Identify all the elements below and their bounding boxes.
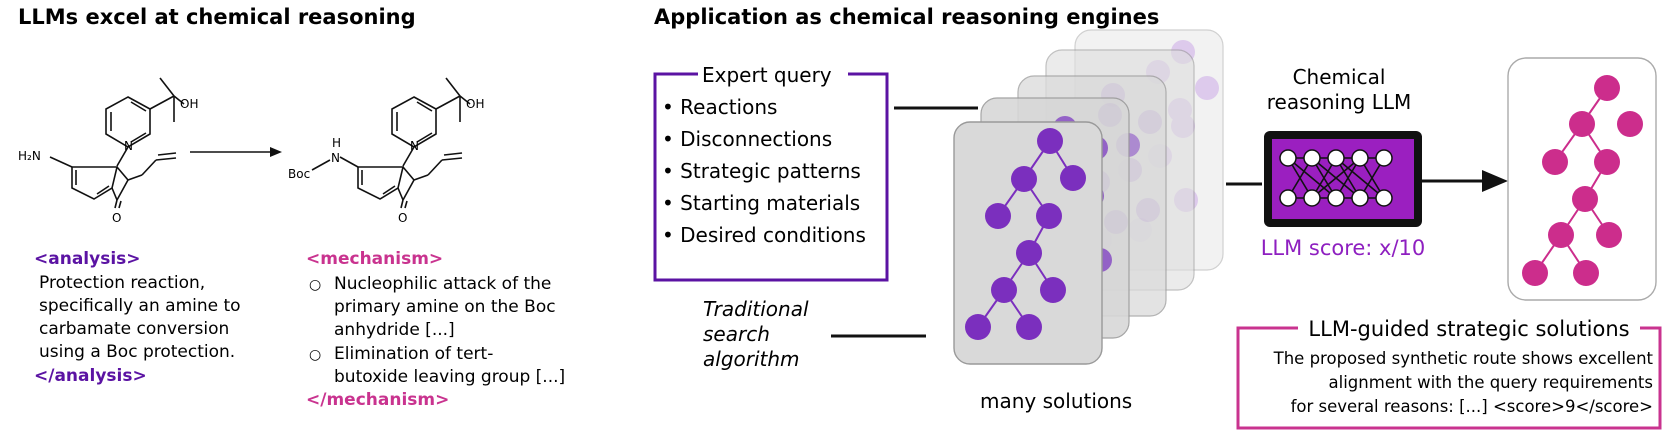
tree-node <box>1011 166 1037 192</box>
mechanism-open-tag: <mechanism> <box>306 249 443 269</box>
product-ring-n: N <box>410 139 419 153</box>
expert-query-item: • Reactions <box>662 95 777 119</box>
expert-query-title: Expert query <box>702 63 832 87</box>
tree-node <box>965 314 991 340</box>
llm-title-line: reasoning LLM <box>1267 90 1412 114</box>
tree-node <box>1572 186 1598 212</box>
tree-node <box>1569 111 1595 137</box>
mechanism-item-line: primary amine on the Boc <box>334 297 556 317</box>
tree-node <box>1594 149 1620 175</box>
expert-query-item: • Disconnections <box>662 127 832 151</box>
solution-card <box>953 121 1103 365</box>
product-nh-h-label: H <box>332 136 341 150</box>
analysis-line: carbamate conversion <box>39 319 229 339</box>
analysis-close-tag: </analysis> <box>34 366 147 386</box>
reactant-labels: H₂N OH O N <box>18 97 198 225</box>
solution-stack <box>953 29 1224 365</box>
expert-query-box: Expert query • Reactions • Disconnection… <box>653 63 889 282</box>
many-solutions-label: many solutions <box>980 389 1132 413</box>
result-arrow <box>1422 170 1508 192</box>
guided-solutions-box: LLM-guided strategic solutions The propo… <box>1236 317 1662 430</box>
tree-node <box>1596 222 1622 248</box>
traditional-search-line: search <box>703 322 770 346</box>
traditional-search-line: Traditional <box>703 297 809 321</box>
mechanism-close-tag: </mechanism> <box>306 390 449 410</box>
mechanism-item-line: Elimination of tert- <box>334 344 493 364</box>
product-molecule <box>311 77 471 209</box>
guided-title: LLM-guided strategic solutions <box>1308 317 1629 341</box>
expert-query-item: • Desired conditions <box>662 223 866 247</box>
bullet-circle: ○ <box>309 347 321 363</box>
guided-line: The proposed synthetic route shows excel… <box>1273 349 1654 368</box>
analysis-block: <analysis> Protection reaction, specific… <box>34 249 241 386</box>
result-card <box>1507 57 1657 301</box>
left-panel-title: LLMs excel at chemical reasoning <box>18 5 416 29</box>
product-labels: Boc H N OH O N <box>288 97 484 225</box>
tree-node <box>1548 222 1574 248</box>
tree-node <box>1037 128 1063 154</box>
tree-node <box>991 277 1017 303</box>
expert-query-item: • Starting materials <box>662 191 860 215</box>
tree-node <box>1617 111 1643 137</box>
traditional-search-line: algorithm <box>703 347 800 371</box>
tree-node <box>1573 260 1599 286</box>
tree-node <box>1594 75 1620 101</box>
mechanism-block: <mechanism> ○ Nucleophilic attack of the… <box>306 249 565 410</box>
mechanism-item-line: Nucleophilic attack of the <box>334 274 551 294</box>
reaction-arrow <box>190 147 282 157</box>
analysis-line: using a Boc protection. <box>39 342 235 362</box>
reactant-nh2-label: H₂N <box>18 149 41 163</box>
tree-node <box>1040 277 1066 303</box>
mechanism-item-line: anhydride [...] <box>334 320 455 340</box>
analysis-open-tag: <analysis> <box>34 249 141 269</box>
guided-line: for several reasons: [...] <score>9</sco… <box>1291 397 1653 416</box>
reactant-ring-n: N <box>124 139 133 153</box>
llm-score-label: LLM score: x/10 <box>1261 236 1426 260</box>
tree-node <box>1036 203 1062 229</box>
product-oh-label: OH <box>466 97 484 111</box>
analysis-line: specifically an amine to <box>39 296 241 316</box>
traditional-search-label: Traditional search algorithm <box>703 297 809 371</box>
mechanism-item-line: butoxide leaving group [...] <box>334 367 565 387</box>
tree-node <box>985 203 1011 229</box>
product-nh-n-label: N <box>331 151 340 165</box>
reactant-oh-label: OH <box>180 97 198 111</box>
reactant-o-label: O <box>112 211 121 225</box>
analysis-line: Protection reaction, <box>39 273 205 293</box>
product-o-label: O <box>398 211 407 225</box>
expert-query-item: • Strategic patterns <box>662 159 861 183</box>
tree-node <box>1016 314 1042 340</box>
right-panel-title: Application as chemical reasoning engine… <box>654 5 1159 29</box>
reactant-molecule <box>49 77 185 209</box>
tree-node <box>1060 165 1086 191</box>
bullet-circle: ○ <box>309 277 321 293</box>
product-boc-label: Boc <box>288 167 310 181</box>
tree-node <box>1522 260 1548 286</box>
tree-node <box>1542 149 1568 175</box>
tree-node <box>1016 240 1042 266</box>
llm-network-icon <box>1264 131 1422 227</box>
llm-title-line: Chemical <box>1293 65 1386 89</box>
guided-line: alignment with the query requirements <box>1329 373 1653 392</box>
